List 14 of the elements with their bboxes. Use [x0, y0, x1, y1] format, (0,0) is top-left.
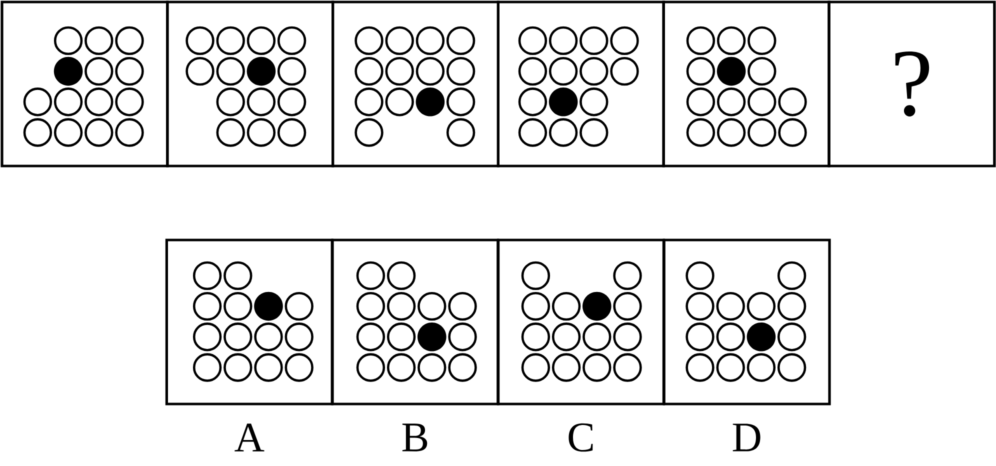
panel: [332, 0, 500, 168]
panel: [166, 0, 334, 168]
panel: [331, 238, 500, 406]
panel: [165, 238, 334, 406]
option-label: C: [568, 423, 593, 452]
panel: ?: [828, 0, 996, 168]
option-label: D: [732, 424, 760, 452]
panel: [662, 0, 830, 168]
panel: [662, 238, 831, 406]
panel: [496, 0, 665, 168]
option-label: A: [234, 424, 264, 452]
option-label: B: [402, 424, 428, 452]
panel: [0, 0, 169, 168]
panel: [497, 238, 665, 406]
